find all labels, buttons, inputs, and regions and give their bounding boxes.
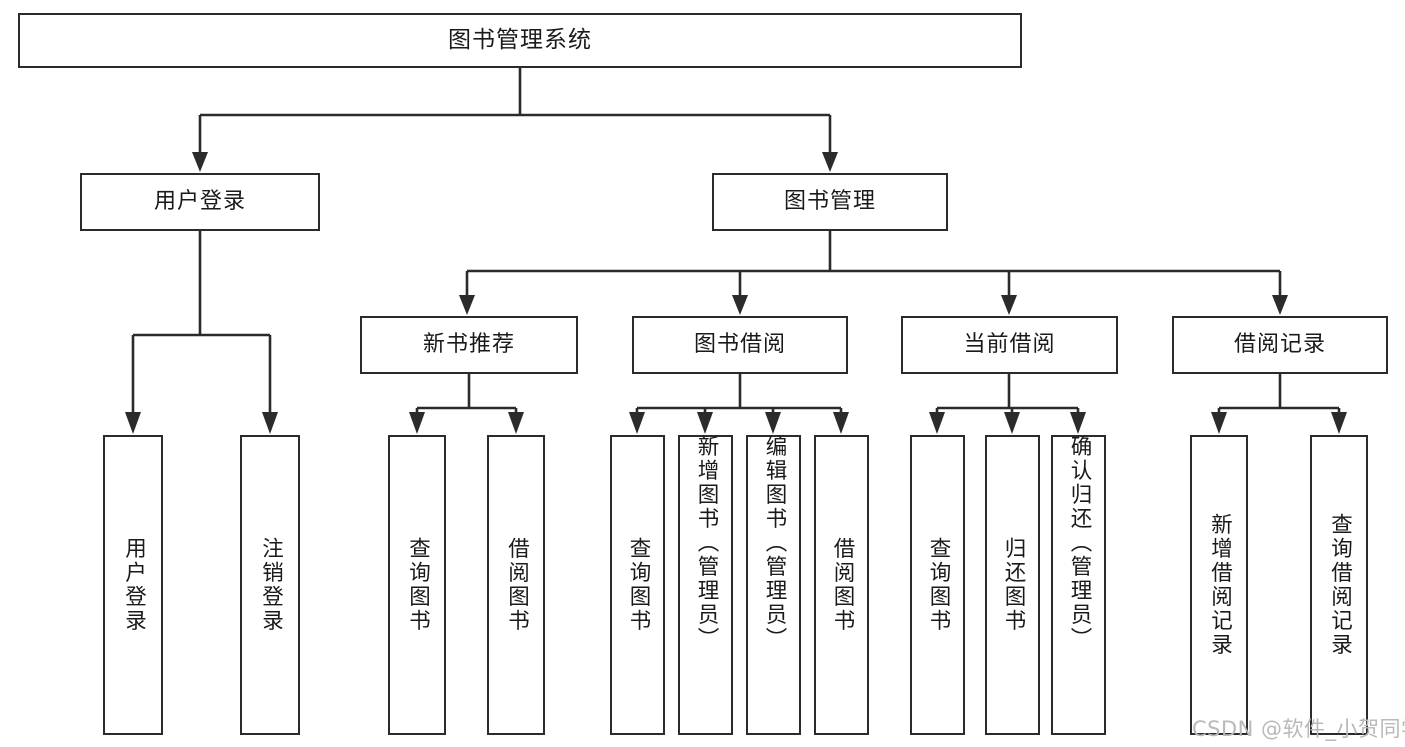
node-leaf-borrow-book-2-label: 借阅图书: [829, 537, 855, 633]
node-leaf-edit-book[interactable]: 编辑图书（管理员）: [746, 435, 801, 735]
node-leaf-query-book-1[interactable]: 查询图书: [388, 435, 446, 735]
node-leaf-borrow-book-1[interactable]: 借阅图书: [487, 435, 545, 735]
node-new-book-recommend-label: 新书推荐: [422, 331, 515, 357]
node-current-borrow-label: 当前借阅: [963, 331, 1056, 357]
node-borrow-record-label: 借阅记录: [1233, 331, 1326, 357]
arrowheads: [125, 152, 1347, 434]
node-borrow-record[interactable]: 借阅记录: [1172, 316, 1388, 374]
node-book-manage-label: 图书管理: [783, 188, 876, 214]
node-leaf-borrow-book-2[interactable]: 借阅图书: [814, 435, 869, 735]
node-leaf-edit-book-label: 编辑图书（管理员）: [761, 435, 787, 651]
node-user-login-label: 用户登录: [153, 188, 246, 214]
node-leaf-query-book-2[interactable]: 查询图书: [610, 435, 665, 735]
node-leaf-query-book-2-label: 查询图书: [625, 537, 651, 633]
node-root-label: 图书管理系统: [448, 26, 592, 53]
node-leaf-add-record-label: 新增借阅记录: [1207, 513, 1233, 657]
node-leaf-user-login-label: 用户登录: [121, 537, 147, 633]
node-leaf-return-book[interactable]: 归还图书: [985, 435, 1040, 735]
node-leaf-add-book[interactable]: 新增图书（管理员）: [678, 435, 733, 735]
node-book-borrow[interactable]: 图书借阅: [632, 316, 848, 374]
node-leaf-user-login[interactable]: 用户登录: [103, 435, 163, 735]
node-leaf-confirm-return-label: 确认归还（管理员）: [1066, 435, 1092, 651]
node-leaf-confirm-return[interactable]: 确认归还（管理员）: [1051, 435, 1106, 735]
node-book-manage[interactable]: 图书管理: [712, 173, 948, 231]
node-new-book-recommend[interactable]: 新书推荐: [360, 316, 578, 374]
node-book-borrow-label: 图书借阅: [693, 331, 786, 357]
node-leaf-query-record[interactable]: 查询借阅记录: [1310, 435, 1368, 735]
node-leaf-query-book-3[interactable]: 查询图书: [910, 435, 965, 735]
node-leaf-add-record[interactable]: 新增借阅记录: [1190, 435, 1248, 735]
node-root[interactable]: 图书管理系统: [18, 13, 1022, 68]
node-user-login[interactable]: 用户登录: [80, 173, 320, 231]
node-leaf-user-logout-label: 注销登录: [258, 537, 284, 633]
node-leaf-query-record-label: 查询借阅记录: [1327, 513, 1353, 657]
node-leaf-add-book-label: 新增图书（管理员）: [693, 435, 719, 651]
node-leaf-borrow-book-1-label: 借阅图书: [504, 537, 530, 633]
node-leaf-user-logout[interactable]: 注销登录: [240, 435, 300, 735]
node-leaf-query-book-3-label: 查询图书: [925, 537, 951, 633]
node-current-borrow[interactable]: 当前借阅: [901, 316, 1118, 374]
node-leaf-query-book-1-label: 查询图书: [405, 537, 431, 633]
node-leaf-return-book-label: 归还图书: [1000, 537, 1026, 633]
